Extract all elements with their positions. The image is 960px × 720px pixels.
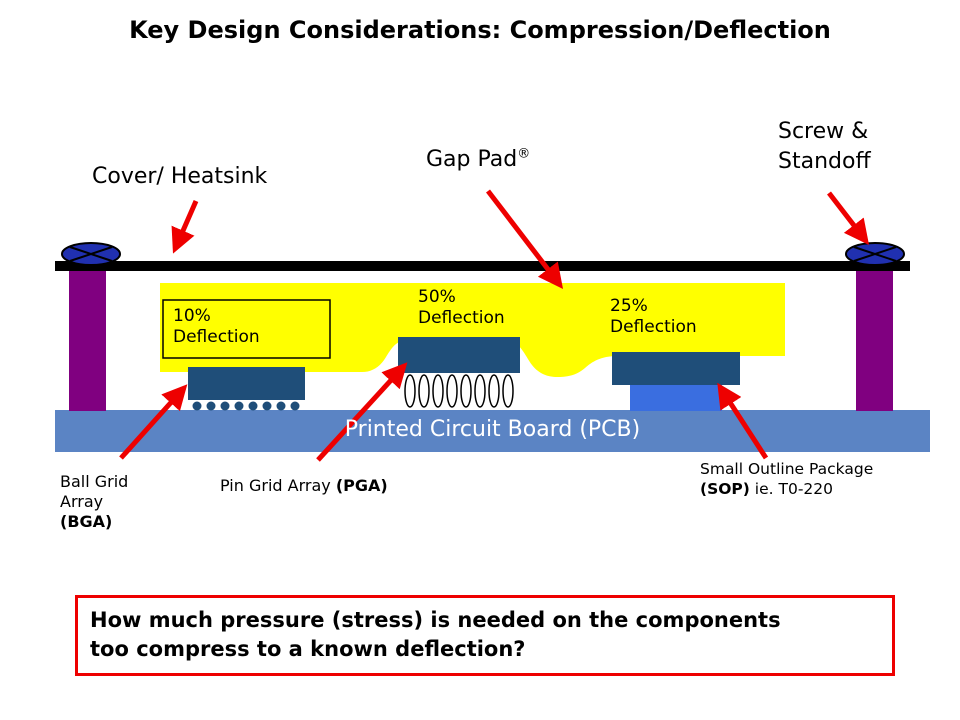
question-line1: How much pressure (stress) is needed on … xyxy=(90,608,781,632)
deflection-50-pct: 50% xyxy=(418,287,456,307)
bga-label-line1: Ball Grid xyxy=(60,472,129,491)
arrow-bga xyxy=(119,384,188,460)
deflection-25-word: Deflection xyxy=(610,317,697,338)
screw-standoff-label: Screw & Standoff xyxy=(778,117,871,176)
registered-mark: ® xyxy=(517,146,531,162)
screw-standoff-line2: Standoff xyxy=(778,148,871,174)
bga-body xyxy=(188,367,305,400)
sop-base xyxy=(630,385,722,411)
cover-bar xyxy=(55,261,910,271)
arrow-gap-pad xyxy=(486,189,564,289)
bga-label: Ball Grid Array (BGA) xyxy=(60,472,128,532)
question-line2: too compress to a known deflection? xyxy=(90,637,526,662)
pcb-label: Printed Circuit Board (PCB) xyxy=(344,417,641,442)
arrow-cover xyxy=(171,199,199,254)
screw-standoff-line1: Screw & xyxy=(778,119,869,144)
standoff-right xyxy=(856,265,893,411)
deflection-50-label: 50% Deflection xyxy=(418,287,505,330)
bga-label-abbr: (BGA) xyxy=(60,512,113,531)
deflection-50-word: Deflection xyxy=(418,308,505,329)
deflection-25-pct: 25% xyxy=(610,296,648,316)
screw-left xyxy=(61,242,121,266)
arrow-sop xyxy=(717,382,769,460)
bga-balls xyxy=(192,401,300,411)
cover-heatsink-label: Cover/ Heatsink xyxy=(92,164,268,189)
deflection-10-box xyxy=(162,299,331,359)
arrow-pga xyxy=(316,362,408,462)
gap-pad-label: Gap Pad® xyxy=(426,145,530,175)
sop-label-suffix: ie. T0-220 xyxy=(749,480,834,499)
pga-label-abbr: (PGA) xyxy=(335,476,388,495)
sop-label: Small Outline Package (SOP) ie. T0-220 xyxy=(700,459,873,499)
standoff-left xyxy=(69,265,106,411)
screw-right xyxy=(845,242,905,266)
deflection-25-label: 25% Deflection xyxy=(610,296,697,339)
pga-label: Pin Grid Array (PGA) xyxy=(220,476,388,496)
screw-left-slot-2 xyxy=(69,246,113,262)
screw-right-slot-2 xyxy=(853,246,897,262)
pga-body xyxy=(398,337,520,373)
sop-body xyxy=(612,352,740,385)
pcb-rect xyxy=(55,410,930,452)
pga-pins xyxy=(404,374,514,408)
arrow-screw xyxy=(827,191,870,245)
deflection-10-label: 10% Deflection xyxy=(173,306,260,349)
sop-label-line1: Small Outline Package xyxy=(700,460,874,478)
deflection-10-pct: 10% xyxy=(173,306,211,326)
arrows xyxy=(119,189,870,462)
deflection-10-word: Deflection xyxy=(173,327,260,348)
page-title: Key Design Considerations: Compression/D… xyxy=(129,16,831,44)
sop-label-abbr: (SOP) xyxy=(700,480,750,499)
question-box: How much pressure (stress) is needed on … xyxy=(75,595,895,676)
gap-pad-label-text: Gap Pad xyxy=(426,147,518,172)
pga-label-name: Pin Grid Array xyxy=(220,476,336,495)
bga-label-line2: Array xyxy=(60,492,104,511)
